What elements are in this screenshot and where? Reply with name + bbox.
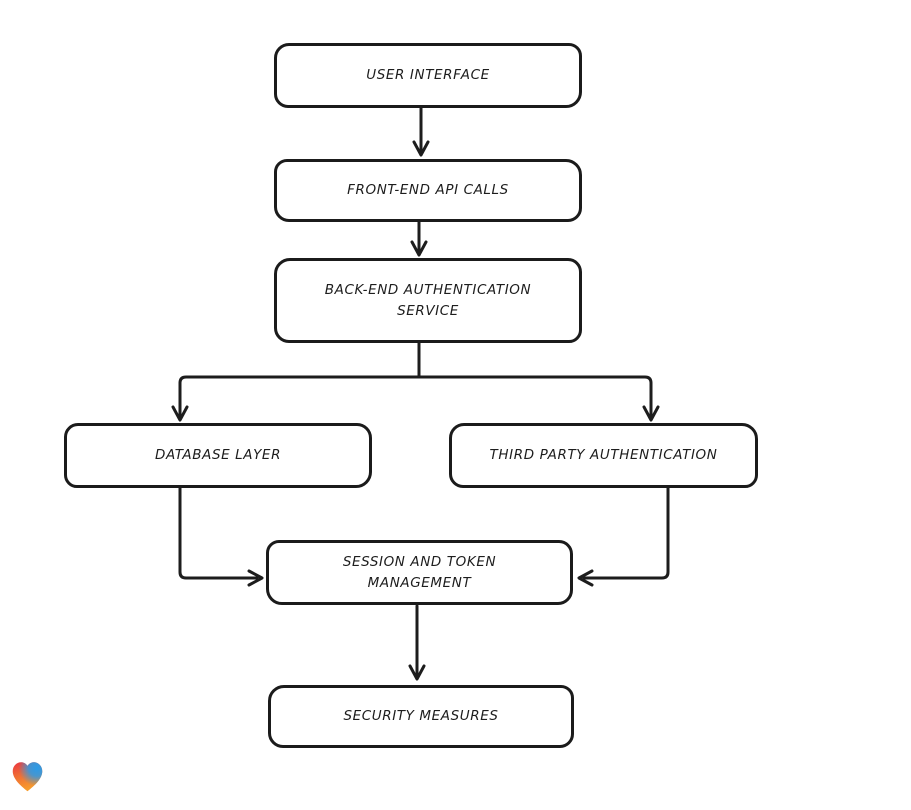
node-user-interface: USER INTERFACE xyxy=(274,43,582,108)
node-label: DATABASE LAYER xyxy=(154,447,282,464)
node-label: THIRD PARTY AUTHENTICATION xyxy=(489,447,718,464)
gradient-heart-logo[interactable] xyxy=(10,760,45,793)
node-label: FRONT-END API CALLS xyxy=(347,182,509,199)
edge-session-to-security xyxy=(408,604,426,681)
node-session-and-token-management: SESSION AND TOKEN MANAGEMENT xyxy=(266,540,573,605)
node-front-end-api-calls: FRONT-END API CALLS xyxy=(274,159,582,222)
edge-third-party-to-session xyxy=(577,486,670,587)
node-third-party-authentication: THIRD PARTY AUTHENTICATION xyxy=(449,423,758,488)
node-back-end-authentication-service: BACK-END AUTHENTICATION SERVICE xyxy=(274,258,582,343)
node-label: SECURITY MEASURES xyxy=(343,708,499,725)
node-label: SESSION AND TOKEN MANAGEMENT xyxy=(342,553,497,591)
node-label: USER INTERFACE xyxy=(366,67,490,84)
edge-back-end-branch xyxy=(171,341,660,422)
edge-database-to-session xyxy=(178,486,264,587)
node-database-layer: DATABASE LAYER xyxy=(64,423,372,488)
node-label: BACK-END AUTHENTICATION SERVICE xyxy=(324,281,532,319)
heart-icon-blue-tint xyxy=(12,762,43,792)
node-security-measures: SECURITY MEASURES xyxy=(268,685,574,748)
edge-front-end-to-back-end xyxy=(410,220,428,257)
edge-user-interface-to-front-end xyxy=(412,106,430,157)
